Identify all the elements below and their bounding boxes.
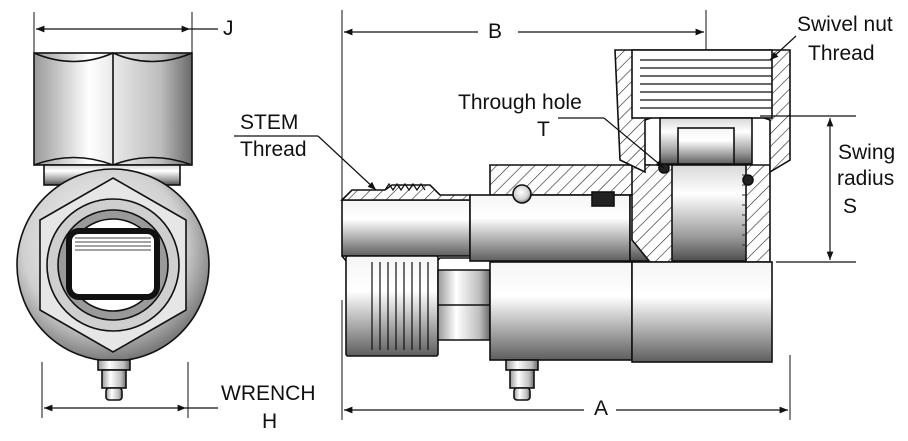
leader-lines (234, 35, 797, 191)
label-s: S (843, 195, 858, 218)
end-view (16, 12, 210, 418)
label-h: H (262, 410, 278, 433)
through-hole-leader (603, 117, 665, 169)
label-stem: STEM (240, 111, 299, 134)
stem-leader (317, 135, 377, 191)
label-wrench: WRENCH (221, 382, 316, 405)
side-view (340, 10, 791, 420)
label-stem-thread: Thread (240, 138, 307, 161)
elbow-body (631, 162, 773, 363)
grease-nipple-left (97, 359, 131, 401)
label-t: T (537, 118, 550, 141)
label-swivel-nut: Swivel nut (797, 13, 893, 36)
label-swing: Swing (838, 141, 896, 164)
dimension-s (760, 115, 856, 263)
label-swivel-thread: Thread (808, 42, 875, 65)
grease-nipple-right (505, 359, 539, 401)
hex-nut-top (33, 52, 193, 166)
sleeve (469, 164, 671, 361)
label-j: J (223, 17, 234, 40)
round-body (16, 164, 210, 362)
stem (340, 182, 491, 357)
swivel-nut (614, 49, 791, 174)
swivel-leader (769, 35, 797, 61)
label-b: B (488, 20, 503, 43)
label-radius: radius (837, 167, 895, 190)
label-a: A (594, 397, 609, 420)
label-through-hole: Through hole (458, 91, 582, 114)
